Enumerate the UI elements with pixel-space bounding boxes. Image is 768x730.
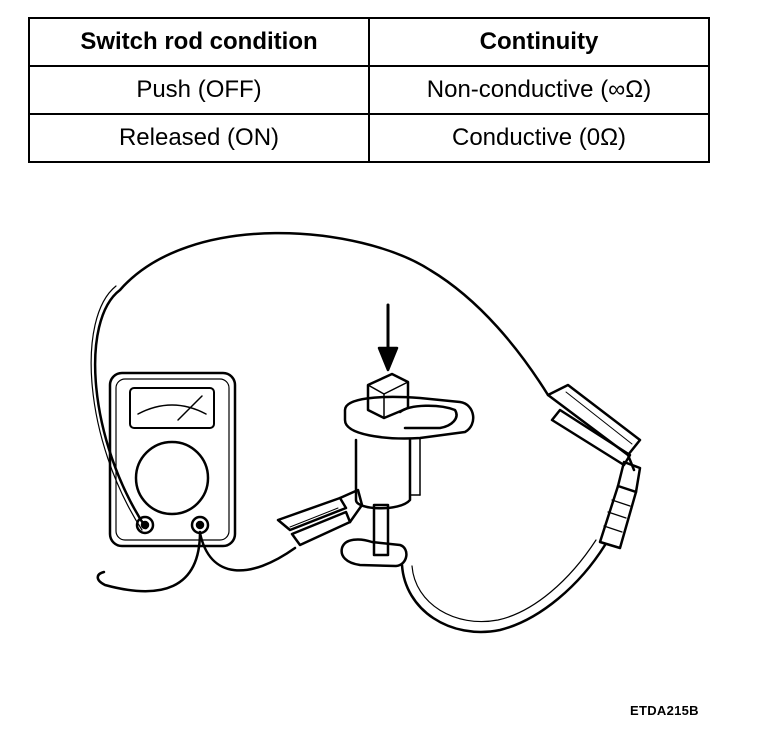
alligator-clip-icon (546, 383, 642, 472)
cell-condition-released: Released (ON) (28, 113, 370, 163)
switch-icon (340, 372, 475, 568)
cell-condition-push: Push (OFF) (28, 65, 370, 115)
probe-handle (598, 460, 642, 550)
continuity-table: Switch rod condition Continuity Push (OF… (28, 17, 710, 163)
figure-code: ETDA215B (630, 703, 699, 718)
table-header-row: Switch rod condition Continuity (28, 17, 710, 67)
upper-test-lead-edge (90, 285, 143, 531)
right-test-lead-edge (411, 539, 597, 623)
upper-test-lead (93, 231, 550, 530)
cell-continuity-push: Non-conductive (∞Ω) (368, 65, 710, 115)
table-row: Push (OFF) Non-conductive (∞Ω) (28, 65, 710, 115)
multimeter-icon (108, 371, 237, 548)
table-row: Released (ON) Conductive (0Ω) (28, 113, 710, 163)
lower-test-lead (96, 530, 202, 593)
header-continuity: Continuity (368, 17, 710, 67)
header-switch-rod-condition: Switch rod condition (28, 17, 370, 67)
alligator-clip-icon (276, 488, 364, 547)
lower-lead-to-clip (198, 531, 297, 572)
push-arrow-icon (377, 303, 399, 372)
cell-continuity-released: Conductive (0Ω) (368, 113, 710, 163)
right-test-lead (400, 543, 607, 634)
